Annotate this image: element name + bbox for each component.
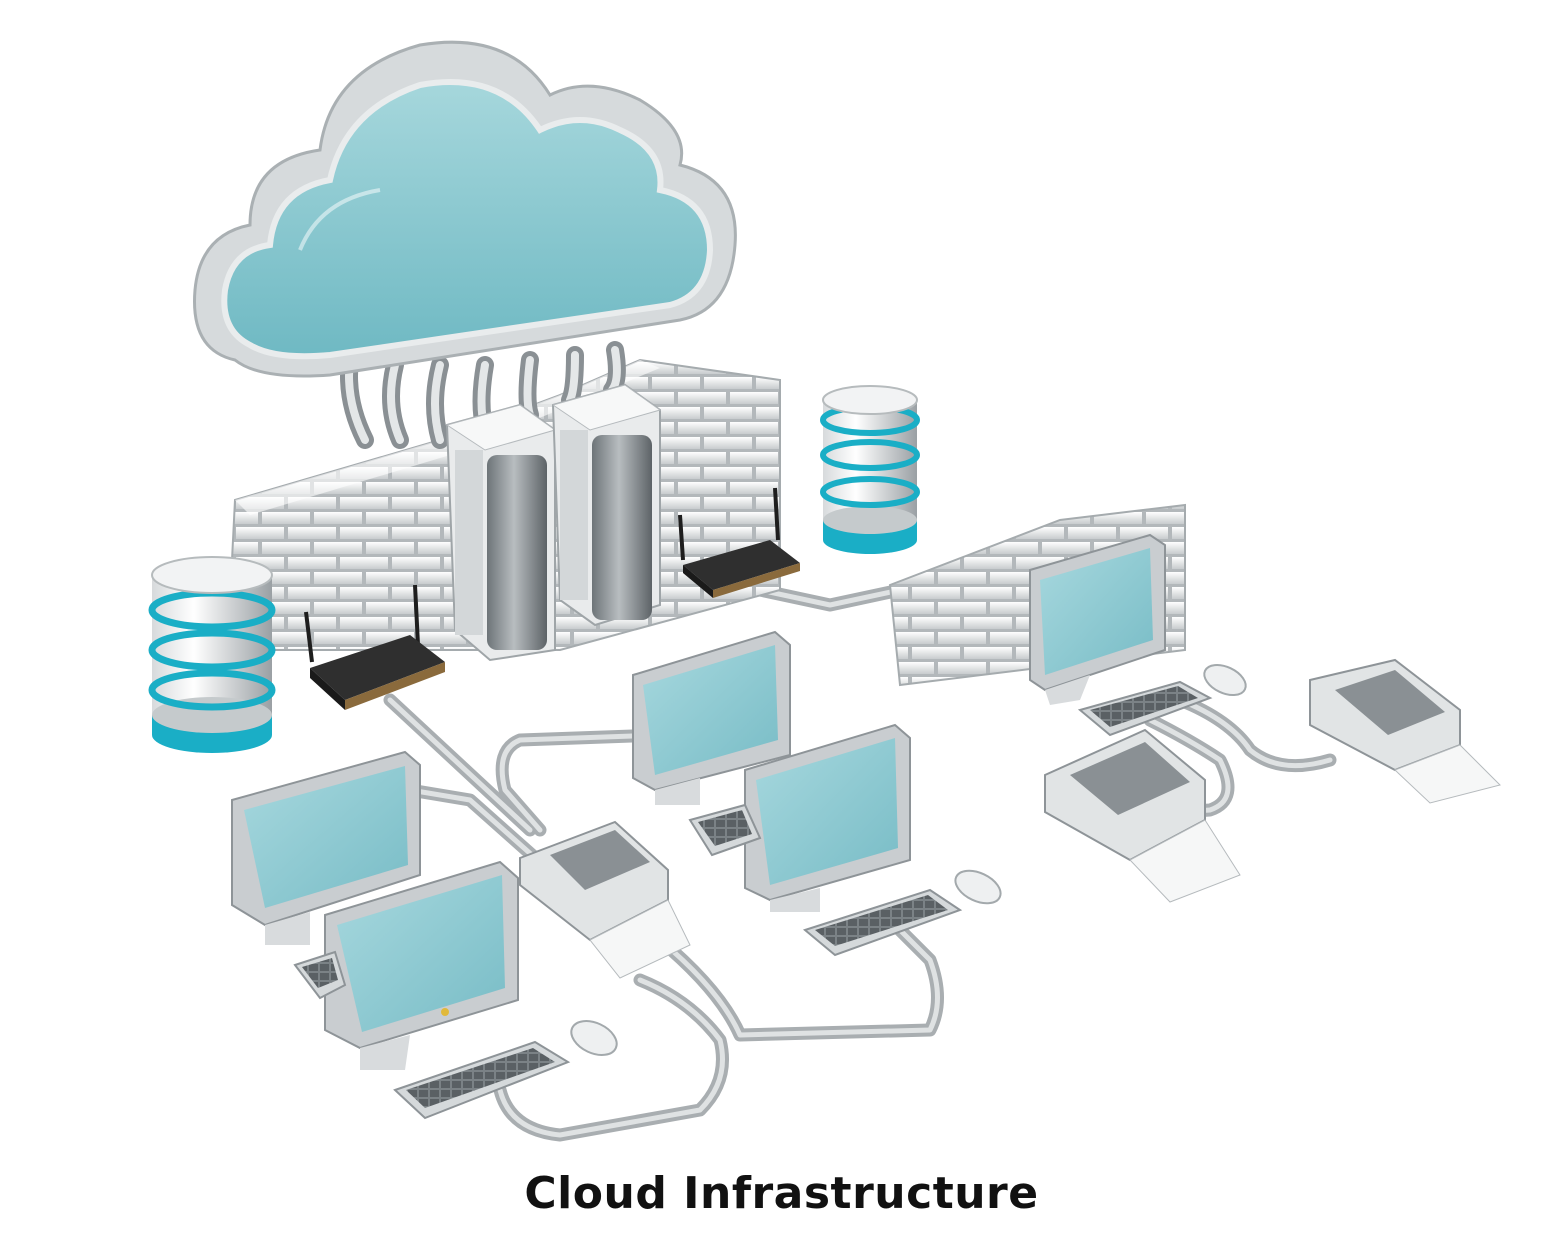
computer-icon <box>1029 533 1166 705</box>
server-tower-icon <box>445 403 557 662</box>
keyboard-icon <box>802 888 963 957</box>
printer-icon <box>1044 728 1241 903</box>
mouse-icon <box>1203 663 1247 697</box>
cloud-infrastructure-illustration <box>148 40 1501 1142</box>
mouse-icon <box>570 1020 618 1056</box>
keyboard-icon <box>1077 680 1213 737</box>
keyboard-icon <box>688 803 762 857</box>
router-icon <box>304 584 445 710</box>
printer-icon <box>1309 658 1501 804</box>
database-icon <box>148 556 276 753</box>
computer-icon <box>744 723 911 912</box>
server-tower-icon <box>551 383 662 627</box>
keyboard-icon <box>393 1040 571 1120</box>
computer-icon <box>324 860 519 1070</box>
network-cables <box>383 583 1337 1142</box>
printer-icon <box>519 820 691 979</box>
computer-icon <box>231 750 421 945</box>
mouse-icon <box>954 869 1002 905</box>
cloud-icon <box>193 40 737 378</box>
keyboard-icon <box>293 950 347 1000</box>
computer-icon <box>632 630 791 805</box>
caption-title: Cloud Infrastructure <box>524 1168 1039 1219</box>
router-icon <box>678 487 800 598</box>
database-icon <box>820 385 920 554</box>
